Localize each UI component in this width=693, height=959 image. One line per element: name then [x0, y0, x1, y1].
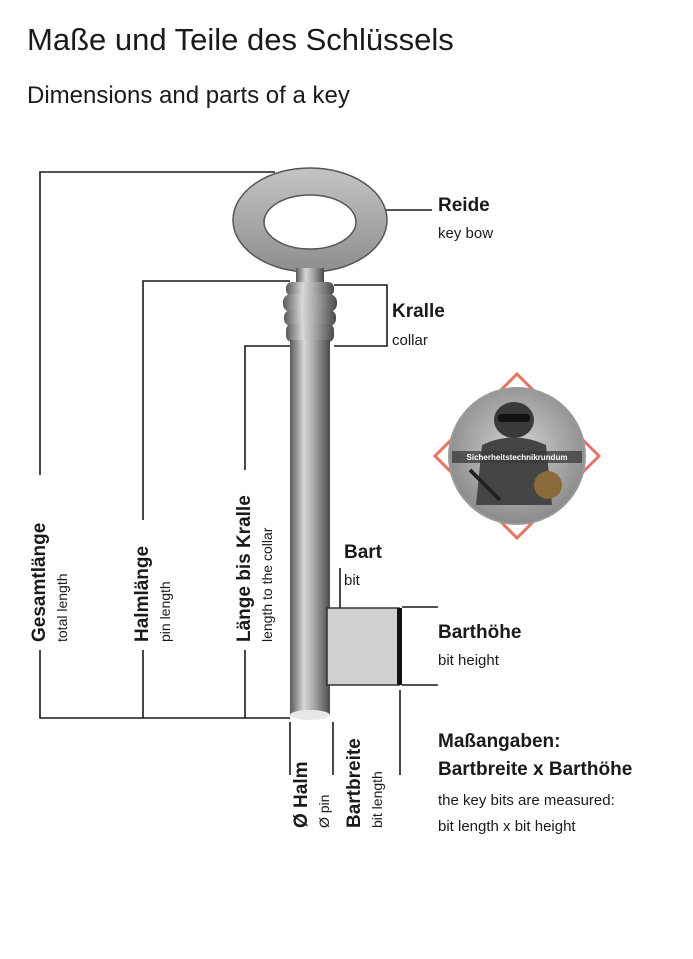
- halmlaenge-label-group: Halmlänge pin length: [131, 546, 175, 642]
- note-formula: Bartbreite x Barthöhe: [438, 759, 633, 780]
- key: [232, 167, 402, 720]
- halmlaenge-label-en: pin length: [157, 581, 173, 642]
- collar-bracket: [334, 284, 388, 347]
- reide-label: Reide: [438, 195, 490, 216]
- halmlaenge-label: Halmlänge: [132, 545, 153, 642]
- key-bit-edge: [397, 608, 402, 685]
- total-length-line-top: [39, 171, 275, 475]
- gesamtlaenge-label-group: Gesamtlänge total length: [28, 523, 72, 642]
- kralle-label-en: collar: [392, 332, 428, 349]
- pin-length-line-top: [142, 280, 290, 520]
- reide-label-en: key bow: [438, 225, 494, 242]
- barthoehe-label: Barthöhe: [438, 622, 522, 643]
- key-tip: [290, 710, 330, 720]
- page-title: Maße und Teile des Schlüssels: [27, 22, 454, 57]
- laenge-bis-kralle-label-en: length to the collar: [259, 527, 275, 642]
- total-length-line-bottom: [39, 650, 290, 719]
- bart-label-en: bit: [344, 572, 360, 589]
- page-subtitle: Dimensions and parts of a key: [27, 82, 350, 109]
- measurement-note: Maßangaben: Bartbreite x Barthöhe the ke…: [438, 728, 632, 840]
- key-collar: [283, 282, 337, 342]
- halm-diameter-label: Ø Halm: [291, 761, 312, 828]
- bart-label: Bart: [344, 542, 383, 563]
- kralle-label: Kralle: [392, 301, 445, 322]
- laenge-bis-kralle-label: Länge bis Kralle: [234, 495, 255, 642]
- key-shaft: [290, 340, 330, 716]
- laenge-bis-kralle-label-group: Länge bis Kralle length to the collar: [233, 495, 277, 642]
- gesamtlaenge-label-en: total length: [54, 573, 70, 643]
- bartbreite-label-group: Bartbreite bit length: [343, 738, 387, 828]
- watermark: Sicherheitstechnikrundum: [432, 371, 602, 541]
- halm-diameter-label-en: Ø pin: [316, 794, 332, 828]
- note-heading: Maßangaben:: [438, 731, 561, 752]
- key-bow: [232, 167, 388, 273]
- barthoehe-label-en: bit height: [438, 652, 499, 669]
- bartbreite-label-en: bit length: [369, 771, 385, 828]
- halm-diameter-label-group: Ø Halm Ø pin: [290, 761, 334, 828]
- key-bit: [326, 607, 400, 686]
- collar-length-line-top: [244, 345, 290, 470]
- note-en-line1: the key bits are measured:: [438, 792, 615, 809]
- gesamtlaenge-label: Gesamtlänge: [29, 522, 50, 642]
- bartbreite-label: Bartbreite: [344, 738, 365, 828]
- note-en-line2: bit length x bit height: [438, 818, 576, 835]
- key-neck: [296, 268, 324, 284]
- watermark-text: Sicherheitstechnikrundum: [467, 453, 568, 462]
